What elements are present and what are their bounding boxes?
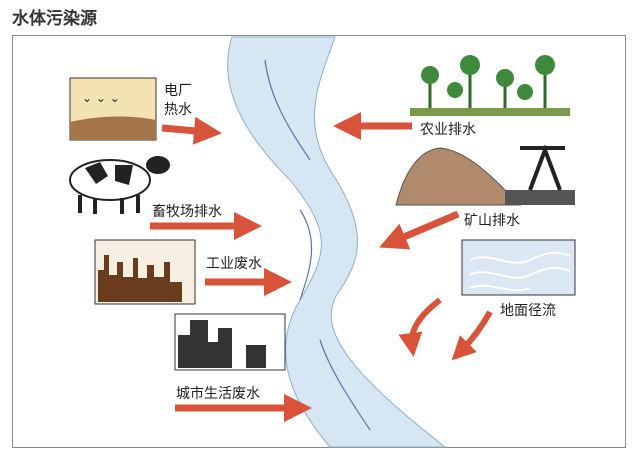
river [227, 36, 447, 448]
city-image [174, 313, 286, 371]
label-power-plant-1: 电厂 [164, 83, 192, 99]
cow-image [69, 156, 170, 214]
svg-text:⌄ ⌄ ⌄: ⌄ ⌄ ⌄ [82, 91, 120, 105]
label-agriculture: 农业排水 [420, 122, 476, 138]
power-plant-hot-water-image: ⌄ ⌄ ⌄ [69, 77, 157, 141]
arrow-power-plant [161, 116, 222, 145]
label-runoff: 地面径流 [500, 303, 556, 319]
page-title: 水体污染源 [12, 9, 97, 29]
label-city: 城市生活废水 [176, 385, 260, 402]
mine-oil-pump-image [395, 144, 575, 206]
arrow-runoff-2 [451, 310, 493, 361]
label-mine: 矿山排水 [464, 213, 520, 229]
industry-image [94, 239, 196, 305]
label-industry: 工业废水 [206, 256, 262, 272]
crops-image [410, 55, 570, 116]
arrow-mine [379, 210, 460, 250]
surface-runoff-image [461, 239, 576, 296]
arrow-runoff-1 [398, 297, 442, 357]
river-current-lines [264, 59, 371, 431]
label-livestock: 畜牧场排水 [152, 204, 222, 220]
label-power-plant-2: 热水 [164, 102, 192, 118]
